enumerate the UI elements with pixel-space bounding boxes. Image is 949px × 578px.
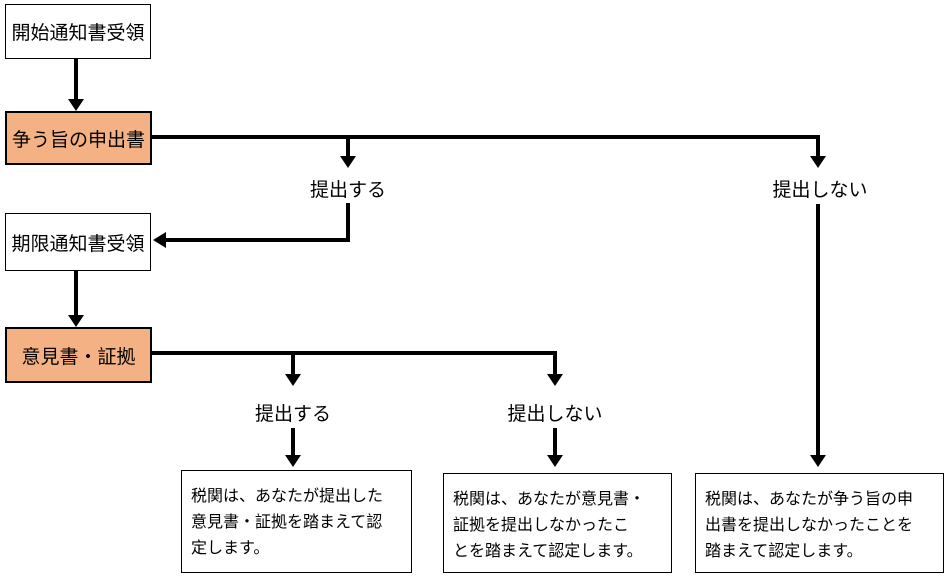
elbow-horizontal-submit: [163, 238, 350, 242]
arrow-shaft-deadline-to-opinion: [74, 271, 78, 315]
node-dispute-statement: 争う旨の申出書: [5, 111, 152, 165]
arrowhead-down-icon: [547, 374, 563, 386]
branch-label-evidence-submit: 提出する: [254, 404, 332, 425]
arrow-shaft-start-to-dispute: [74, 59, 78, 99]
arrowhead-down-icon: [68, 315, 84, 327]
arrow-shaft-evidence-not-submit: [553, 351, 557, 374]
arrow-shaft-to-outcome-no-statement: [816, 204, 820, 455]
branch-label-statement-submit: 提出する: [309, 180, 387, 201]
branch-label-evidence-not-submit: 提出しない: [507, 404, 603, 425]
outcome-box-submitted: 税関は、あなたが提出した 意見書・証拠を踏まえて認 定します。: [181, 470, 412, 573]
arrowhead-down-icon: [285, 455, 301, 467]
branch-rail-dispute: [152, 135, 820, 139]
arrowhead-down-icon: [285, 374, 301, 386]
arrowhead-left-icon: [153, 232, 166, 248]
arrowhead-down-icon: [810, 455, 826, 467]
outcome-box-no-evidence: 税関は、あなたが意見書・ 証拠を提出しなかったこ とを踏まえて認定します。: [443, 473, 672, 573]
elbow-vertical-submit: [346, 203, 350, 242]
arrow-shaft-to-outcome-submitted: [291, 428, 295, 455]
arrow-shaft-to-outcome-no-evidence: [553, 428, 557, 455]
arrowhead-down-icon: [68, 99, 84, 111]
arrowhead-down-icon: [547, 455, 563, 467]
arrow-shaft-dispute-not-submit: [816, 135, 820, 156]
node-opinion-evidence: 意見書・証拠: [5, 327, 152, 383]
arrow-shaft-evidence-submit: [291, 351, 295, 374]
arrowhead-down-icon: [810, 156, 826, 168]
arrowhead-down-icon: [340, 156, 356, 168]
branch-label-statement-not-submit: 提出しない: [772, 180, 868, 201]
node-deadline-notice: 期限通知書受領: [5, 213, 151, 271]
branch-rail-opinion: [152, 351, 557, 355]
outcome-box-no-statement: 税関は、あなたが争う旨の申 出書を提出しなかったことを 踏まえて認定します。: [695, 473, 944, 573]
arrow-shaft-dispute-submit: [346, 135, 350, 156]
node-start-notice: 開始通知書受領: [5, 4, 151, 59]
